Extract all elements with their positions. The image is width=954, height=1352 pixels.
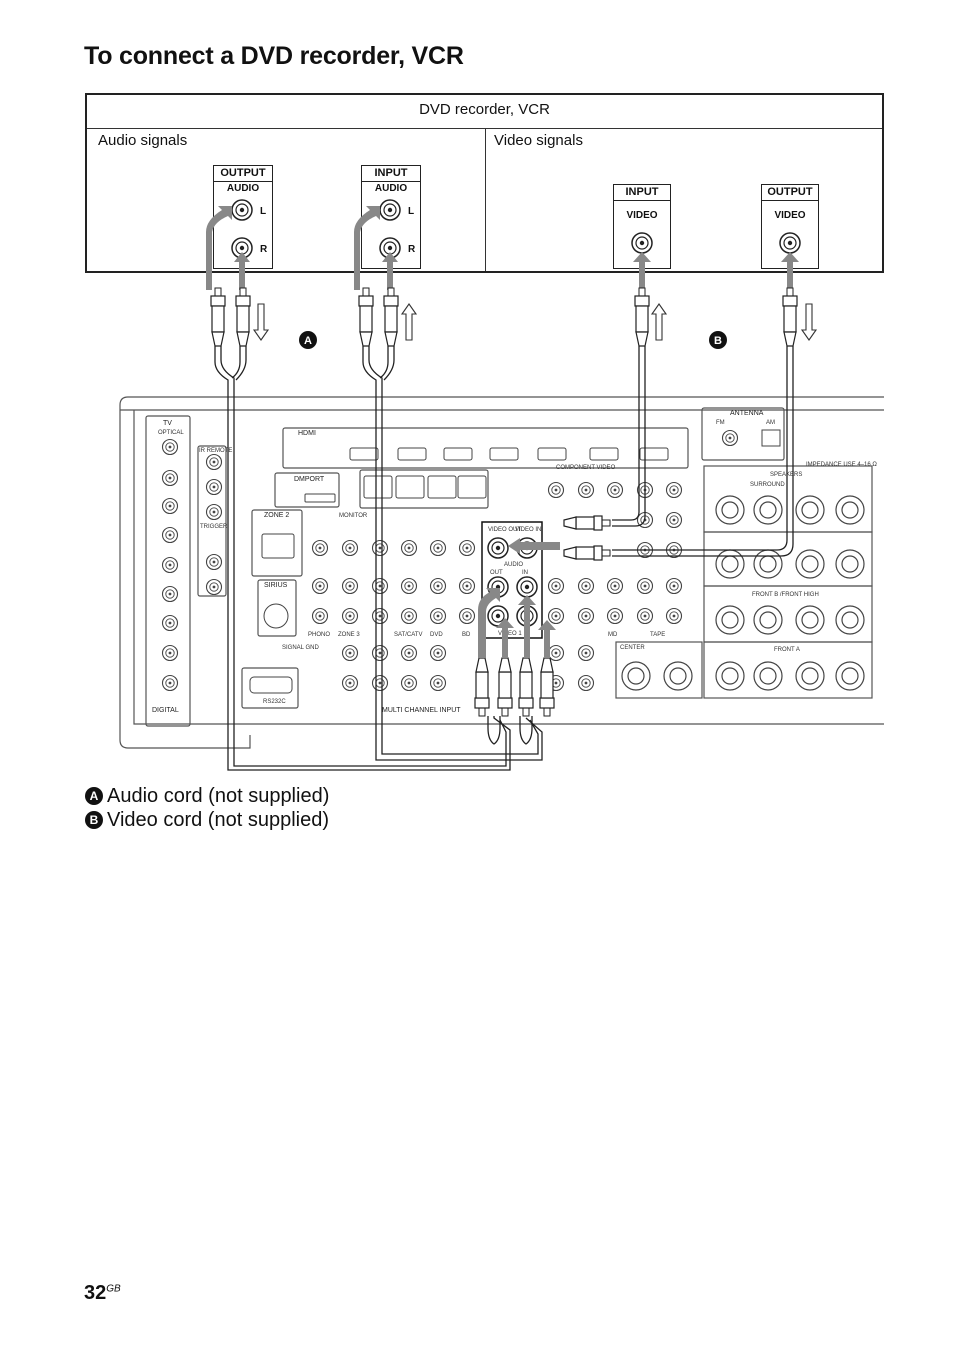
- optical-label: OPTICAL: [158, 430, 184, 436]
- sat-label: SAT/CATV: [394, 632, 422, 638]
- am-label: AM: [766, 420, 775, 426]
- receiver-video1-video-out-jack[interactable]: [487, 537, 509, 559]
- signal-arrows-receiver: [478, 538, 560, 658]
- cord-marker-b: B: [709, 331, 727, 349]
- plug: [210, 287, 226, 347]
- plug: [235, 287, 251, 347]
- antenna-label: ANTENNA: [730, 410, 764, 417]
- sirius-label: SIRIUS: [264, 582, 288, 589]
- page-number: 32GB: [84, 1282, 121, 1305]
- ir-remote-label: IR REMOTE: [199, 448, 232, 454]
- legend-badge-a: A: [85, 787, 103, 805]
- legend-text-audio-cord: Audio cord (not supplied): [107, 785, 330, 807]
- panel-sub: AUDIO: [226, 183, 260, 194]
- md-label: MD: [608, 632, 618, 638]
- signal-arrows-device: [206, 206, 799, 290]
- column-divider: [485, 128, 486, 271]
- device-audio-in-l-jack[interactable]: [379, 199, 401, 221]
- device-audio-out-l-jack[interactable]: [231, 199, 253, 221]
- panel-head: INPUT: [362, 166, 420, 182]
- dvd-label: DVD: [430, 632, 443, 638]
- jack-label-r: R: [260, 244, 268, 255]
- device-box-header: DVD recorder, VCR: [87, 95, 882, 129]
- tape-label: TAPE: [650, 632, 665, 638]
- panel-head: INPUT: [614, 185, 670, 201]
- hdmi-label: HDMI: [298, 430, 316, 437]
- panel-head: OUTPUT: [214, 166, 272, 182]
- tv-label: TV: [163, 420, 172, 427]
- page-title: To connect a DVD recorder, VCR: [84, 42, 464, 70]
- video1-label: VIDEO 1: [498, 631, 522, 637]
- front-b-label: FRONT B /FRONT HIGH: [752, 592, 819, 598]
- cord-marker-a-letter: A: [304, 335, 312, 347]
- device-video-out-jack[interactable]: [779, 232, 801, 254]
- jack-label-r: R: [408, 244, 416, 255]
- video-in-label: VIDEO IN: [515, 527, 541, 533]
- jack-label-l: L: [408, 206, 415, 217]
- bd-label: BD: [462, 632, 471, 638]
- zone3-label: ZONE 3: [338, 632, 360, 638]
- signal-gnd-label: SIGNAL GND: [282, 645, 319, 651]
- speakers-label: SPEAKERS: [770, 472, 802, 478]
- phono-label: PHONO: [308, 632, 330, 638]
- audio-label: AUDIO: [504, 562, 523, 568]
- audio-cord-a: [214, 346, 543, 771]
- rs232c-label: RS232C: [263, 699, 286, 705]
- plug: [383, 287, 399, 347]
- surround-label: SURROUND: [750, 482, 785, 488]
- audio-signals-label: Audio signals: [98, 132, 188, 149]
- panel-sub: VIDEO: [774, 210, 806, 221]
- video-signals-label: Video signals: [494, 132, 583, 149]
- fm-label: FM: [716, 420, 725, 426]
- dvd-recorder-vcr-box: DVD recorder, VCR Audio signals Video si…: [85, 93, 884, 273]
- device-video-in-jack[interactable]: [631, 232, 653, 254]
- component-video-label: COMPONENT VIDEO: [556, 465, 616, 471]
- panel-sub: VIDEO: [626, 210, 658, 221]
- zone2-label: ZONE 2: [264, 512, 289, 519]
- video-cord-b: [612, 346, 794, 557]
- jack-label-l: L: [260, 206, 267, 217]
- page-number-value: 32: [84, 1282, 107, 1304]
- audio-out-label: OUT: [490, 570, 503, 576]
- page-number-suffix: GB: [106, 1283, 121, 1295]
- cord-marker-b-letter: B: [714, 335, 722, 347]
- flow-arrows: [252, 303, 818, 341]
- plug: [782, 287, 798, 347]
- panel-head: OUTPUT: [762, 185, 818, 201]
- dmport-label: DMPORT: [294, 476, 325, 483]
- digital-label: DIGITAL: [152, 707, 179, 714]
- audio-in-label: IN: [522, 570, 528, 576]
- receiver-rear-panel: [119, 396, 884, 749]
- legend-text-video-cord: Video cord (not supplied): [107, 809, 329, 831]
- trigger-label: TRIGGER: [200, 524, 228, 530]
- monitor-label: MONITOR: [339, 513, 368, 519]
- receiver-video1-audio-in-l-jack[interactable]: [516, 576, 538, 598]
- legend-badge-b: B: [85, 811, 103, 829]
- cord-marker-a: A: [299, 331, 317, 349]
- video-out-label: VIDEO OUT: [488, 527, 521, 533]
- impedance-label: IMPEDANCE USE 4–16 Ω: [806, 462, 877, 468]
- front-a-label: FRONT A: [774, 647, 800, 653]
- panel-sub: AUDIO: [374, 183, 408, 194]
- plug: [634, 287, 650, 347]
- center-label: CENTER: [620, 645, 645, 651]
- plug: [358, 287, 374, 347]
- multi-channel-input-label: MULTI CHANNEL INPUT: [382, 707, 461, 714]
